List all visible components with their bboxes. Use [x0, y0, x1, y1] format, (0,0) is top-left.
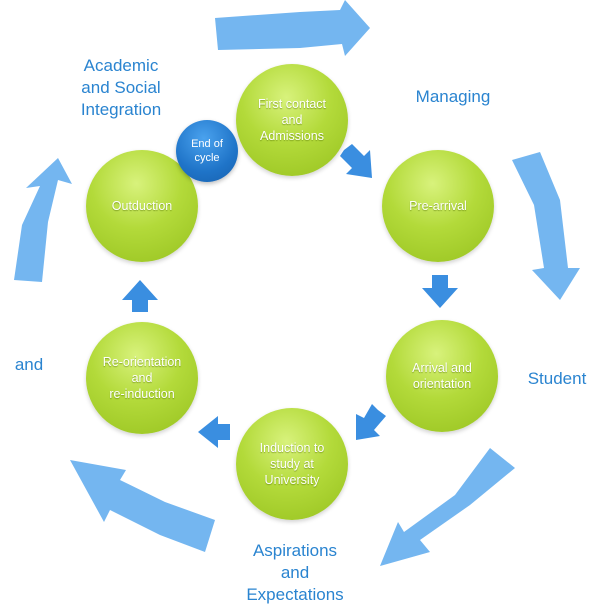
node-label: First contact and Admissions — [257, 97, 327, 143]
node-label: Pre-arrival — [409, 199, 467, 213]
node-label: Re-orientation and re-induction — [102, 355, 182, 401]
node-pre-arrival: Pre-arrival — [382, 150, 494, 262]
inner-arrow-induction-to-reorientation — [198, 416, 230, 448]
node-label: Arrival and orientation — [412, 361, 472, 391]
theme-academic-and-social-integration: Academic and Social Integration — [80, 56, 162, 119]
outer-arrow-left — [14, 158, 72, 282]
node-label: Outduction — [111, 199, 173, 213]
inner-arrow-first-to-prearrival — [340, 144, 372, 178]
outer-arrow-bottom-left — [70, 460, 215, 552]
node-end-of-cycle: End of cycle — [176, 120, 238, 182]
node-outduction: Outduction — [86, 150, 198, 262]
node-label: Induction to study at University — [259, 441, 325, 487]
theme-aspirations-and-expectations: Aspirations and Expectations — [246, 541, 344, 604]
inner-arrow-prearrival-to-arrival — [422, 275, 458, 308]
node-induction-to-study-at-university: Induction to study at University — [236, 408, 348, 520]
theme-managing: Managing — [415, 87, 491, 106]
inner-arrow-arrival-to-induction — [356, 404, 386, 440]
node-re-orientation-and-re-induction: Re-orientation and re-induction — [86, 322, 198, 434]
node-arrival-and-orientation: Arrival and orientation — [386, 320, 498, 432]
theme-student: Student — [527, 369, 587, 388]
theme-and: and — [14, 355, 44, 374]
inner-arrow-reorientation-to-outduction — [122, 280, 158, 312]
node-label: End of cycle — [191, 138, 223, 164]
outer-arrow-right — [512, 152, 580, 300]
outer-arrow-bottom-right — [380, 448, 515, 566]
node-first-contact-and-admissions: First contact and Admissions — [236, 64, 348, 176]
outer-arrow-top — [215, 0, 370, 56]
